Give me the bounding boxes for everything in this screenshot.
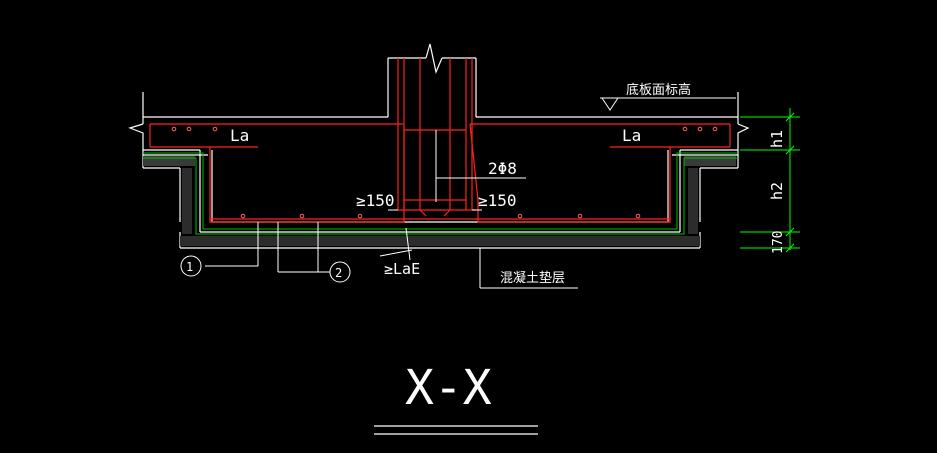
dim-170-label: 170 bbox=[771, 231, 786, 254]
min-left-label: ≥150 bbox=[356, 191, 395, 210]
bottom-elevation-label: 底板面标高 bbox=[626, 82, 691, 98]
dim-h1-label: h1 bbox=[768, 130, 786, 148]
min-right-label: ≥150 bbox=[478, 191, 517, 210]
la-right-label: La bbox=[622, 126, 641, 145]
rebar-points bbox=[171, 126, 718, 219]
slab-outline bbox=[128, 43, 750, 249]
marker-2-label: 2 bbox=[335, 266, 342, 280]
rebar-spec-label: 2Φ8 bbox=[488, 159, 517, 178]
rebar bbox=[149, 58, 731, 223]
cushion-label: 混凝土垫层 bbox=[500, 270, 565, 286]
annotation-lines bbox=[180, 97, 736, 289]
marker-1-label: 1 bbox=[186, 260, 193, 274]
section-title-underline bbox=[374, 425, 538, 435]
la-left-label: La bbox=[230, 126, 249, 145]
cushion-hatch bbox=[143, 156, 736, 246]
waterproof-layer bbox=[143, 152, 738, 235]
lae-label: ≥LaE bbox=[384, 260, 420, 278]
dim-h2-label: h2 bbox=[768, 182, 786, 200]
section-title: X-X bbox=[405, 360, 492, 416]
dimension-lines bbox=[740, 108, 800, 253]
